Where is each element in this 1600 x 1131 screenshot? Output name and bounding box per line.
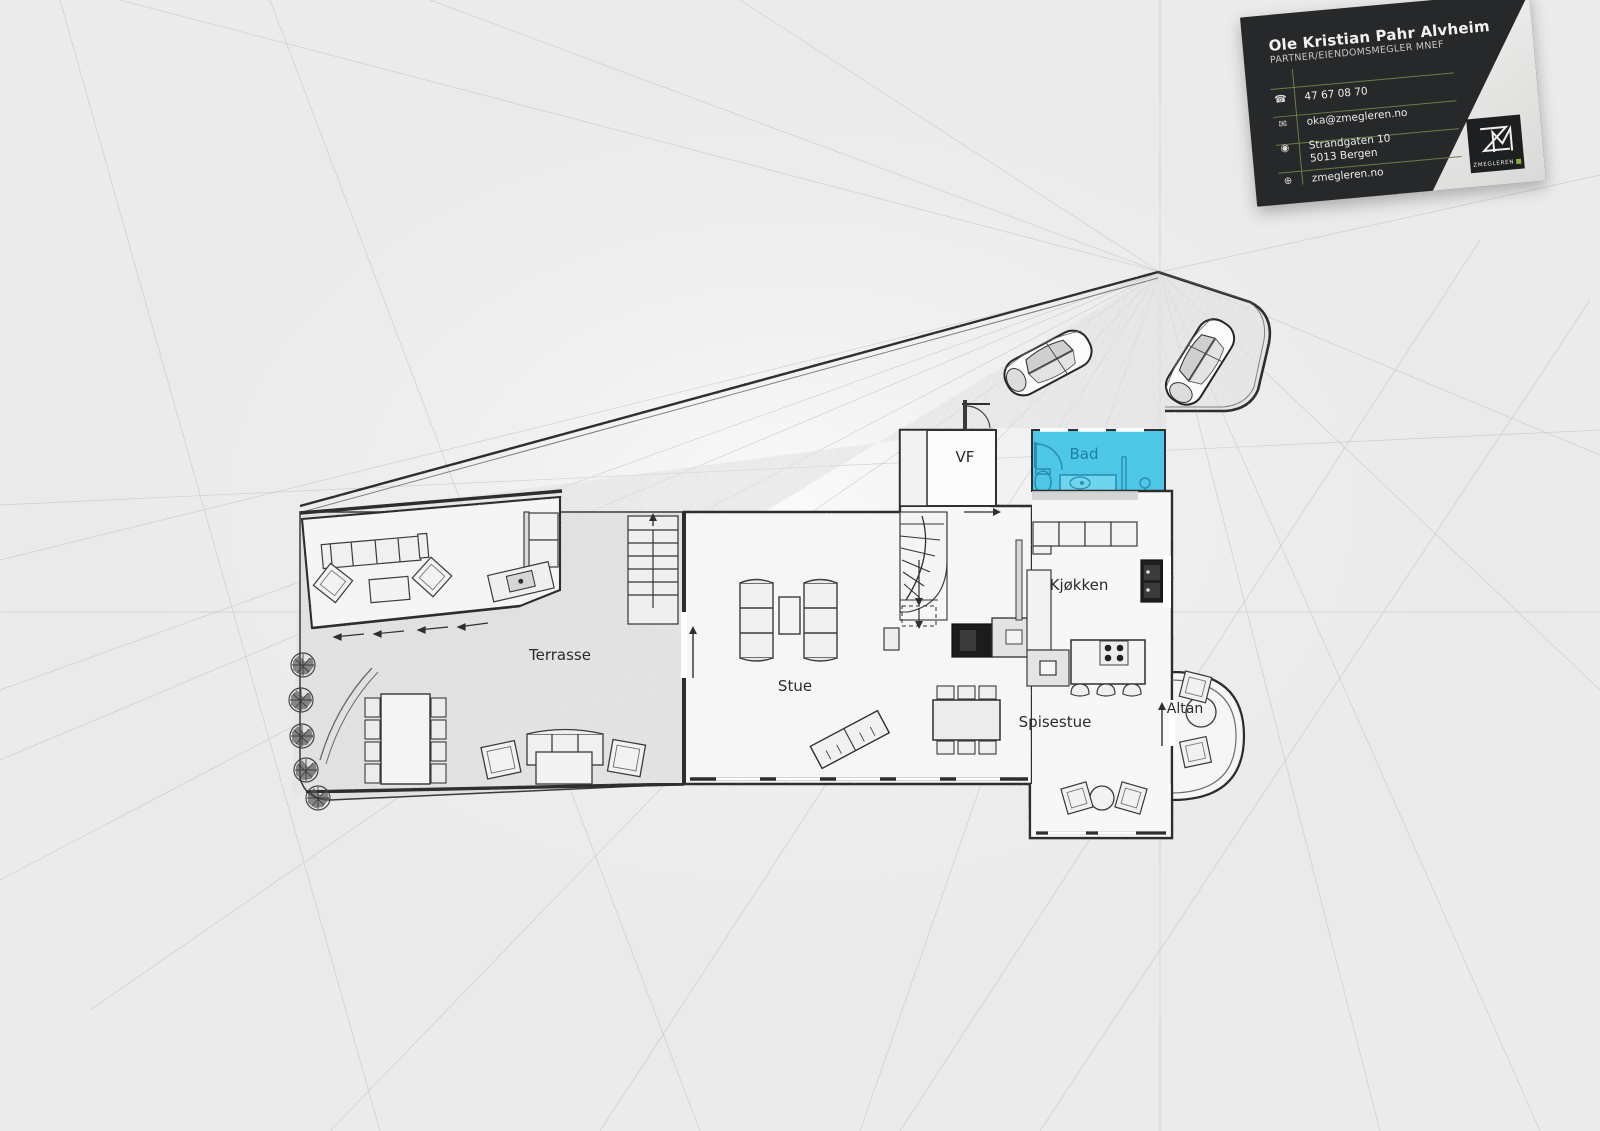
south-deck	[1028, 781, 1174, 840]
business-card[interactable]: Ole Kristian Pahr Alvheim Partner/Eiendo…	[1239, 0, 1547, 207]
room-label-terrasse: Terrasse	[528, 646, 591, 664]
lounge-armchair-b	[411, 556, 453, 598]
altan-balcony	[1158, 670, 1246, 802]
deck-chair-left	[1060, 781, 1094, 815]
kitchen-block	[1026, 489, 1174, 840]
room-label-kjokken: Kjøkken	[1050, 576, 1109, 594]
kitchen-oven-stack	[1140, 559, 1164, 603]
room-label-altan: Altan	[1167, 701, 1203, 717]
lounge-coffee-table	[368, 575, 411, 604]
vf-inner-door-arrow	[964, 508, 1001, 516]
terrace-coffee-table	[535, 751, 593, 785]
altan-chair-top	[1178, 670, 1213, 704]
room-label-bad: Bad	[1069, 445, 1098, 463]
logo-wordmark: ZMEGLEREN	[1473, 158, 1522, 169]
stue-bench	[809, 709, 891, 770]
kitchen-tall-cabinets	[1026, 545, 1070, 687]
terrace-dining-set	[364, 693, 447, 785]
stue-sofa-left	[739, 578, 774, 662]
zm-monogram-icon	[1480, 125, 1514, 153]
lounge-tv-console	[486, 560, 555, 603]
lounge-media-unit	[523, 511, 559, 569]
phone-icon: ☎	[1273, 93, 1288, 106]
driveway-area	[292, 270, 1272, 800]
terrace-armchair-right	[606, 738, 647, 778]
stue-sliding-door	[681, 612, 697, 678]
mail-icon: ✉	[1278, 118, 1288, 131]
stue-coffee-table	[778, 596, 801, 635]
room-label-spisestue: Spisestue	[1019, 713, 1092, 731]
phone-value: 47 67 08 70	[1303, 85, 1369, 103]
car-right	[1164, 317, 1236, 406]
kitchen-window	[1163, 556, 1171, 608]
curved-stair	[899, 511, 948, 629]
car-left	[1003, 329, 1093, 397]
dining-table-set	[932, 685, 1001, 755]
lounge-sofa	[320, 532, 430, 570]
logo-accent-square	[1516, 158, 1522, 165]
deck-chair-right	[1114, 781, 1148, 815]
altan-chair-bottom	[1178, 735, 1213, 769]
globe-icon: ⊕	[1283, 175, 1293, 188]
business-card-face: Ole Kristian Pahr Alvheim Partner/Eiendo…	[1239, 0, 1547, 207]
kitchen-upper-cabinets	[1032, 521, 1138, 547]
sliding-door-arrows	[332, 622, 489, 641]
pin-icon: ◉	[1280, 142, 1290, 155]
exterior-stair	[627, 513, 679, 625]
room-label-vf: VF	[956, 448, 975, 466]
stue-sofa-right	[803, 578, 838, 662]
deck-round-table	[1089, 785, 1115, 811]
vanity-sink	[1059, 474, 1117, 492]
entry-vf-block	[899, 400, 1001, 629]
upper-lounge-room	[299, 489, 563, 641]
stue-side-table	[883, 627, 900, 651]
room-label-stue: Stue	[778, 677, 812, 695]
terrace-armchair-left	[480, 739, 522, 780]
kitchen-island	[1070, 639, 1146, 697]
bush-cluster	[288, 652, 331, 811]
bar-stools	[1070, 683, 1142, 697]
zmegleren-logo[interactable]: ZMEGLEREN	[1466, 114, 1525, 174]
lounge-armchair-a	[312, 562, 354, 604]
